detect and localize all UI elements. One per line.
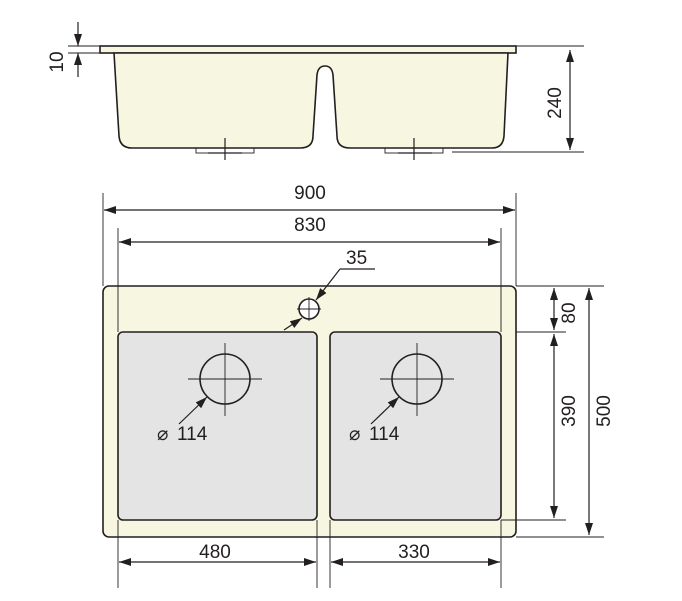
dim-right-basin-width: 330: [329, 520, 502, 588]
right-drain: [380, 343, 454, 416]
dim-rim-thickness-label: 10: [47, 51, 68, 72]
dim-depth: 240: [452, 45, 584, 153]
left-drain: [188, 343, 262, 416]
dim-left-drain: ⌀ 114: [157, 396, 208, 445]
dim-right-basin-width-label: 330: [398, 542, 430, 563]
dim-top-margin-label: 80: [559, 302, 580, 323]
dim-right-drain: ⌀ 114: [349, 396, 400, 445]
dim-inner-width-label: 830: [294, 215, 326, 236]
dim-left-basin-width-label: 480: [199, 542, 231, 563]
side-rim: [99, 45, 517, 54]
dim-overall-length-label: 500: [594, 395, 615, 427]
dim-top-margin: 80: [516, 285, 604, 333]
dim-right-drain-symbol: ⌀: [349, 424, 360, 445]
dim-tap-hole: 35: [283, 248, 375, 331]
right-basin: [329, 331, 502, 521]
dim-overall-length: 500: [516, 288, 615, 538]
dim-tap-hole-label: 35: [346, 248, 367, 269]
side-right-drain: [384, 138, 444, 160]
dim-depth-label: 240: [545, 87, 566, 119]
side-left-drain: [195, 138, 255, 160]
dim-left-drain-symbol: ⌀: [157, 424, 168, 445]
tap-hole: [297, 297, 321, 321]
dim-overall-width: 900: [102, 183, 517, 286]
dim-rim-thickness: 10: [47, 22, 100, 77]
top-view: 35 ⌀ 114 ⌀ 114 900: [102, 183, 615, 588]
dim-left-drain-label: 114: [177, 424, 208, 445]
dim-inner-width: 830: [117, 215, 502, 332]
left-basin: [117, 331, 318, 521]
dim-right-drain-label: 114: [369, 424, 400, 445]
dim-basin-length-label: 390: [559, 395, 580, 427]
side-view: 10 240: [47, 22, 584, 160]
side-basin-profile: [113, 52, 509, 149]
dim-basin-length: 390: [501, 334, 580, 521]
dim-overall-width-label: 900: [294, 183, 326, 204]
dim-left-basin-width: 480: [117, 520, 318, 588]
